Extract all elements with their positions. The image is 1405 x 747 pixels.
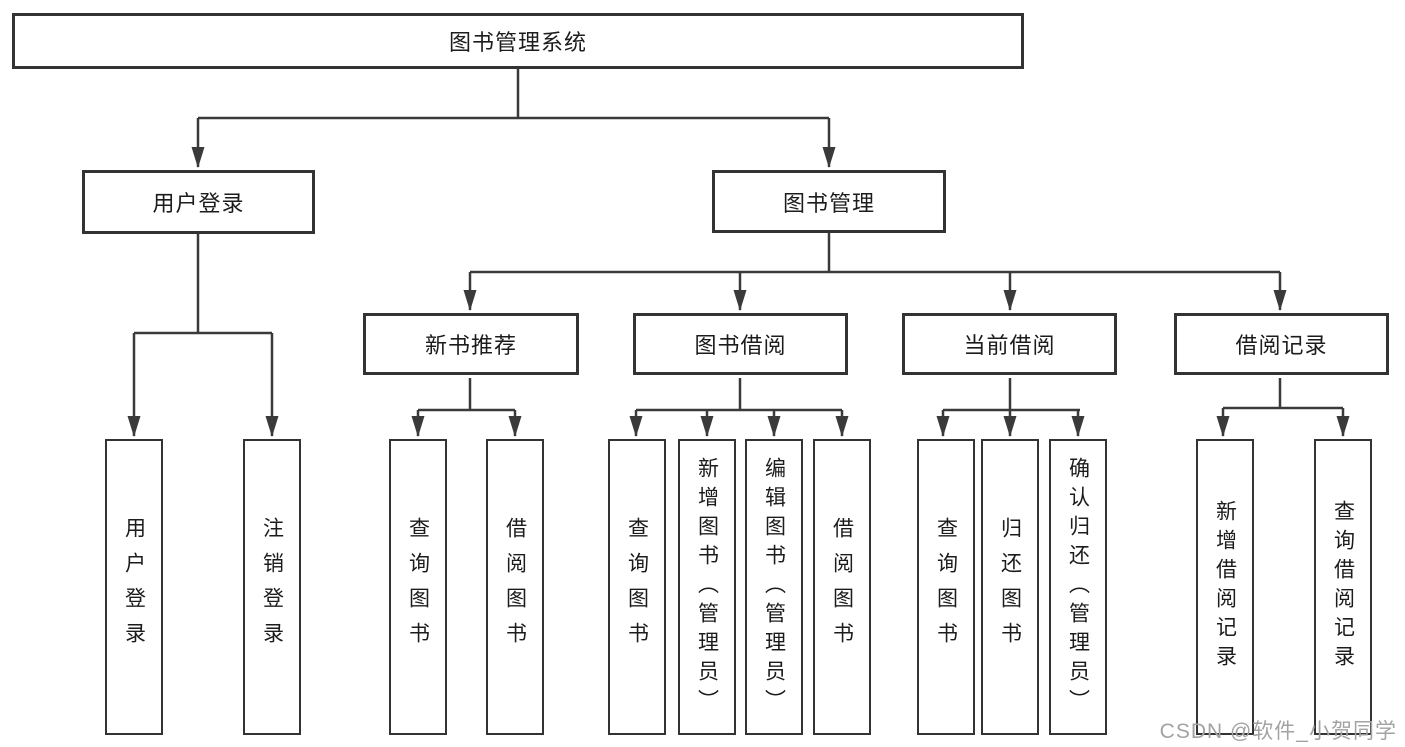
node-label: 归还图书 (998, 517, 1022, 657)
node-label: 注销登录 (260, 517, 284, 657)
node-label: 当前借阅 (963, 333, 1056, 358)
leaf-user-login: 用户登录 (105, 439, 163, 735)
node-label: 用户登录 (122, 517, 146, 657)
node-label: 新增借阅记录 (1213, 500, 1237, 674)
leaf-confirm-return-admin: 确认归还（管理员） (1049, 439, 1107, 735)
leaf-add-book-admin: 新增图书（管理员） (678, 439, 736, 735)
node-library-management-system: 图书管理系统 (12, 13, 1024, 69)
leaf-return-books: 归还图书 (981, 439, 1039, 735)
node-label: 借阅记录 (1235, 333, 1328, 358)
node-label: 图书借阅 (694, 333, 787, 358)
node-label: 确认归还（管理员） (1066, 456, 1090, 718)
node-label: 查询借阅记录 (1331, 500, 1355, 674)
node-label: 借阅图书 (503, 517, 527, 657)
node-label: 借阅图书 (830, 517, 854, 657)
node-label: 新书推荐 (424, 333, 517, 358)
leaf-query-books-recommend: 查询图书 (389, 439, 447, 735)
node-label: 编辑图书（管理员） (762, 456, 786, 718)
leaf-query-borrow-record: 查询借阅记录 (1314, 439, 1372, 735)
node-current-borrow: 当前借阅 (902, 313, 1117, 375)
leaf-borrow-books-borrow: 借阅图书 (813, 439, 871, 735)
node-label: 查询图书 (406, 517, 430, 657)
node-book-borrow: 图书借阅 (633, 313, 848, 375)
node-new-book-recommend: 新书推荐 (363, 313, 579, 375)
csdn-watermark: CSDN @软件_小贺同学 (1159, 720, 1397, 743)
leaf-borrow-books-recommend: 借阅图书 (486, 439, 544, 735)
node-book-management: 图书管理 (712, 170, 946, 233)
leaf-query-books-borrow: 查询图书 (608, 439, 666, 735)
node-label: 新增图书（管理员） (695, 456, 719, 718)
node-label: 查询图书 (934, 517, 958, 657)
leaf-add-borrow-record: 新增借阅记录 (1196, 439, 1254, 735)
leaf-edit-book-admin: 编辑图书（管理员） (745, 439, 803, 735)
node-label: 图书管理系统 (448, 30, 587, 55)
node-user-login: 用户登录 (82, 170, 315, 234)
node-label: 用户登录 (152, 191, 245, 216)
node-label: 查询图书 (625, 517, 649, 657)
leaf-logout: 注销登录 (243, 439, 301, 735)
node-borrow-records: 借阅记录 (1174, 313, 1389, 375)
node-label: 图书管理 (782, 190, 875, 216)
leaf-query-books-current: 查询图书 (917, 439, 975, 735)
